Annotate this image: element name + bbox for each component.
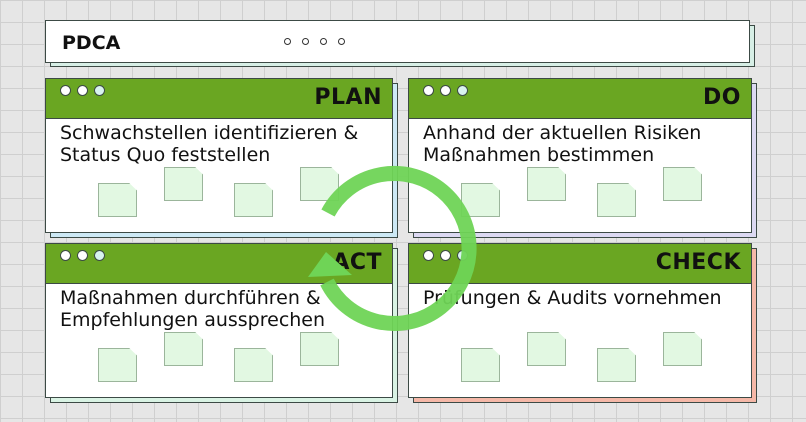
- sticky-note-icon: [300, 332, 339, 366]
- panel-label: PLAN: [314, 85, 382, 110]
- window-dots-icon: [60, 250, 105, 261]
- panel-text: Anhand der aktuellen Risiken Maßnahmen b…: [423, 122, 702, 166]
- sticky-note-icon: [663, 167, 702, 201]
- sticky-note-icon: [234, 348, 273, 382]
- header-window: PDCA: [45, 20, 750, 63]
- panel-label: CHECK: [655, 250, 741, 275]
- sticky-note-icon: [98, 183, 137, 217]
- sticky-note-icon: [527, 167, 566, 201]
- panel-do: DO Anhand der aktuellen Risiken Maßnahme…: [408, 78, 752, 233]
- window-dots-icon: [60, 85, 105, 96]
- panel-text: Schwachstellen identifizieren & Status Q…: [60, 122, 359, 166]
- sticky-note-icon: [663, 332, 702, 366]
- window-dots-icon: [423, 85, 468, 96]
- panel-text: Maßnahmen durchführen & Empfehlungen aus…: [60, 287, 326, 331]
- sticky-note-icon: [597, 348, 636, 382]
- panel-title-bar: DO: [409, 79, 751, 119]
- sticky-note-icon: [164, 332, 203, 366]
- sticky-note-icon: [164, 167, 203, 201]
- sticky-note-icon: [597, 183, 636, 217]
- sticky-note-icon: [461, 348, 500, 382]
- panel-text: Prüfungen & Audits vornehmen: [423, 287, 722, 309]
- sticky-note-icon: [234, 183, 273, 217]
- sticky-note-icon: [98, 348, 137, 382]
- sticky-note-icon: [527, 332, 566, 366]
- panel-title-bar: PLAN: [46, 79, 392, 119]
- page-title: PDCA: [62, 32, 121, 54]
- panel-label: DO: [703, 85, 741, 110]
- sticky-note-icon: [461, 183, 500, 217]
- header-dots: [284, 38, 345, 45]
